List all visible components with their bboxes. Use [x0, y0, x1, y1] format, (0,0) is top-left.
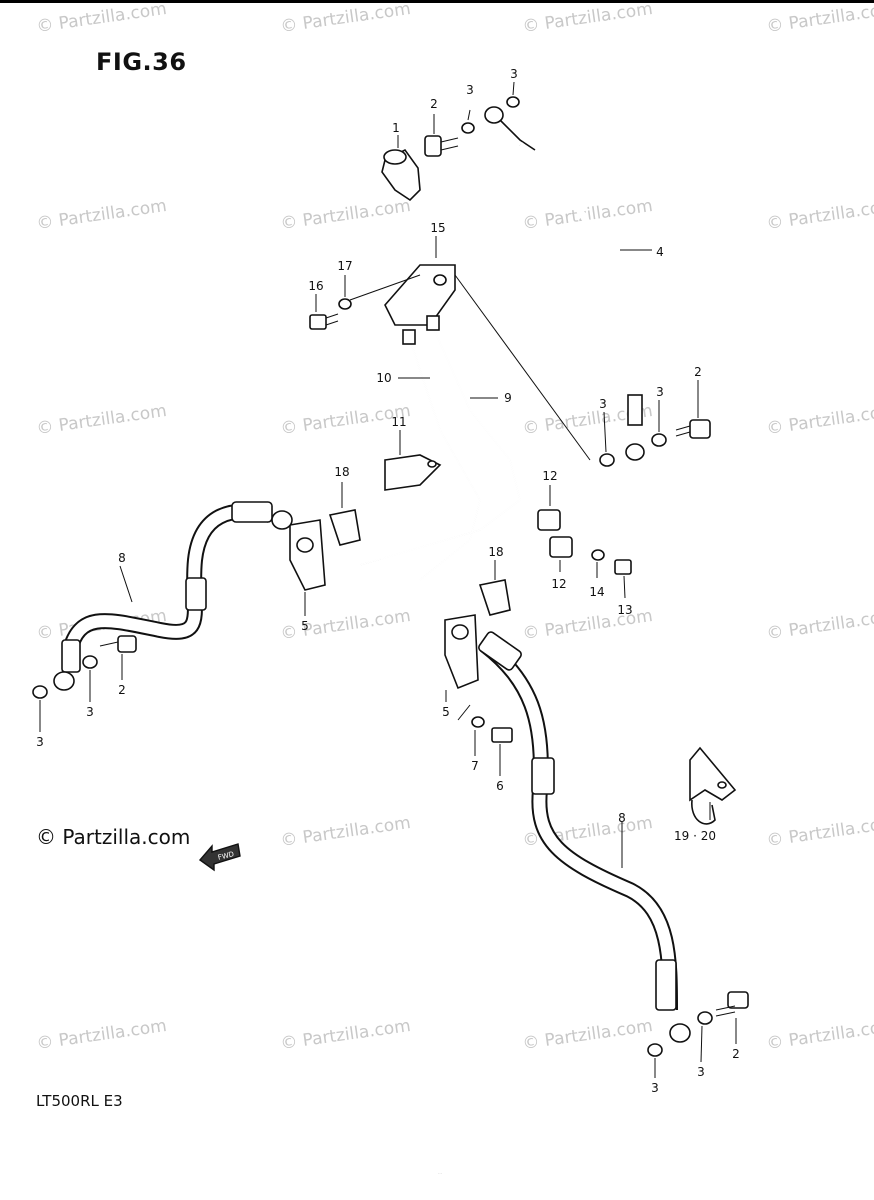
callout-3: 3 [466, 83, 474, 97]
part-11-pipe-clamp[interactable] [384, 430, 442, 491]
callout-1: 1 [392, 121, 400, 135]
part-16-bolt[interactable] [309, 294, 339, 330]
part-3-washer[interactable] [461, 81, 520, 134]
callout-6: 6 [496, 779, 504, 793]
callout-10: 10 [376, 371, 391, 385]
part-5-bracket-right[interactable] [444, 614, 479, 702]
callout-18: 18 [488, 545, 503, 559]
model-code: LT500RL E3 [36, 1092, 123, 1110]
callout-3: 3 [36, 735, 44, 749]
callout-3: 3 [86, 705, 94, 719]
callout-14: 14 [589, 585, 604, 599]
part-2-banjo-bolt-left[interactable] [99, 635, 137, 680]
part-18-hose-clip-left[interactable] [328, 482, 361, 546]
callout-17: 17 [337, 259, 352, 273]
leader-line [457, 704, 471, 721]
fwd-label: FWD [217, 850, 235, 862]
callout-2: 2 [430, 97, 438, 111]
fwd-arrow-icon: FWD [198, 843, 241, 872]
callout-18: 18 [334, 465, 349, 479]
top-border-rule [0, 0, 874, 3]
part-13-bolt[interactable] [614, 559, 632, 599]
callout-3: 3 [697, 1065, 705, 1079]
callout-8: 8 [618, 811, 626, 825]
callout-16: 16 [308, 279, 323, 293]
callout-12: 12 [542, 469, 557, 483]
callout-4: 4 [656, 245, 664, 259]
part-3-washer-bottom[interactable] [647, 1011, 713, 1078]
part-9-brake-pipe[interactable] [345, 315, 521, 566]
part-17-washer[interactable] [338, 275, 352, 310]
part-12-pipe-clamp[interactable] [537, 485, 573, 572]
callout-11: 11 [391, 415, 406, 429]
part-4-brake-hose[interactable] [484, 106, 652, 461]
leader-line [349, 274, 421, 301]
callout-7: 7 [471, 759, 479, 773]
callout-12: 12 [551, 577, 566, 591]
part-2-banjo-bolt-top[interactable] [424, 114, 459, 157]
callout-3: 3 [599, 397, 607, 411]
callout-3: 3 [656, 385, 664, 399]
callout-5: 5 [301, 619, 309, 633]
part-18-hose-clip-right[interactable] [478, 560, 511, 616]
part-8-brake-hose-right[interactable] [477, 631, 691, 1043]
callout-13: 13 [617, 603, 632, 617]
part-6-bolt[interactable] [491, 727, 513, 776]
leader-line [454, 274, 591, 461]
callout-3: 3 [651, 1081, 659, 1095]
part-14-washer[interactable] [591, 549, 605, 578]
part-10-brake-pipe[interactable] [398, 329, 481, 610]
part-3-washer-pair[interactable] [599, 400, 667, 467]
callout-2: 2 [118, 683, 126, 697]
part-3-washer-left[interactable] [32, 655, 98, 732]
callout-8: 8 [118, 551, 126, 565]
part-2-banjo-bolt-bottom[interactable] [715, 991, 749, 1044]
callout-19-20: 19 · 20 [674, 829, 716, 843]
figure-title: FIG.36 [96, 48, 187, 76]
part-19-20-hose-clamp[interactable] [689, 746, 737, 825]
callout-2: 2 [732, 1047, 740, 1061]
callout-2: 2 [694, 365, 702, 379]
part-2-banjo-bolt-right[interactable] [675, 380, 711, 439]
partzilla-credit: © Partzilla.com [36, 825, 191, 849]
callout-5: 5 [442, 705, 450, 719]
part-8-brake-hose-left[interactable] [53, 501, 293, 691]
footer-note: … [438, 1170, 442, 1175]
callout-15: 15 [430, 221, 445, 235]
part-1-union[interactable] [381, 135, 421, 202]
callout-3: 3 [510, 67, 518, 81]
part-7-washer[interactable] [471, 716, 485, 756]
part-5-bracket-left[interactable] [289, 519, 326, 616]
part-15-brake-junction[interactable] [384, 236, 456, 326]
callout-9: 9 [504, 391, 512, 405]
